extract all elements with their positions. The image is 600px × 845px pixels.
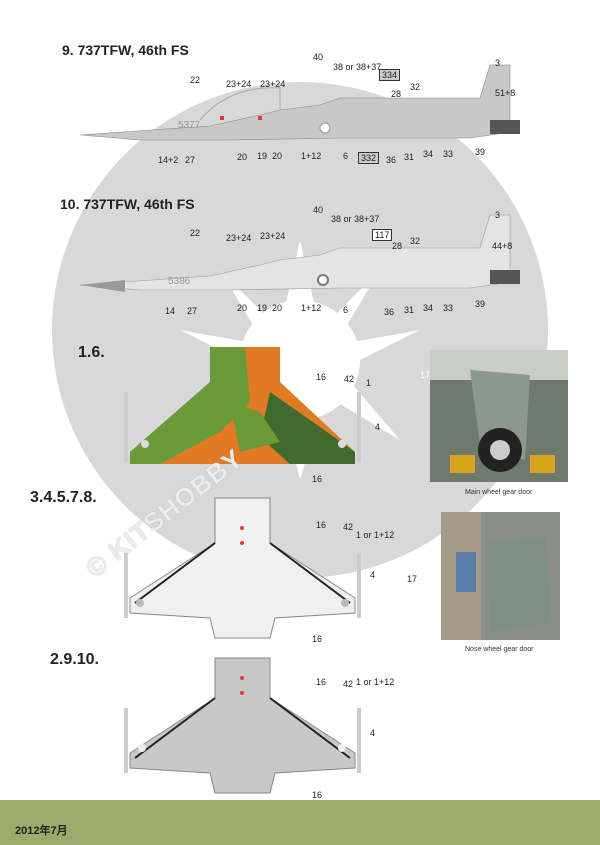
callout: 36 — [386, 155, 397, 165]
main-gear-door-photo — [430, 350, 568, 482]
callout: 117 — [372, 229, 393, 241]
callout: 42 — [344, 374, 355, 384]
callout: 39 — [475, 147, 486, 157]
callout: 4 — [370, 570, 376, 580]
callout: 28 — [392, 241, 403, 251]
callout: 38 or 38+37 — [333, 62, 382, 72]
callout: 14+2 — [158, 155, 179, 165]
callout: 22 — [190, 75, 201, 85]
callout: 16 — [316, 372, 327, 382]
callout: 31 — [404, 152, 415, 162]
serial-number: 5386 — [168, 276, 191, 287]
callout: 20 — [237, 152, 248, 162]
callout: 17 — [420, 370, 431, 380]
callout: 20 — [237, 303, 248, 313]
footer-date: 2012年7月 — [15, 825, 68, 837]
callout: 32 — [410, 82, 421, 92]
aircraft-plan-gray — [124, 657, 361, 794]
callout: 4 — [370, 728, 376, 738]
callout: 27 — [185, 155, 196, 165]
callout: 16 — [312, 474, 323, 484]
callout: 33 — [443, 303, 454, 313]
callout: 19 — [257, 151, 268, 161]
callout: 1+12 — [301, 303, 322, 313]
profile-title: 9. 737TFW, 46th FS — [62, 42, 189, 58]
photo-caption: Main wheel gear door — [465, 489, 533, 496]
callout: 1 — [366, 378, 372, 388]
callout: 40 — [313, 52, 324, 62]
callout: 16 — [312, 634, 323, 644]
callout: 23+24 — [260, 79, 286, 89]
section-title: 1.6. — [78, 344, 105, 361]
aircraft-plan-white — [124, 497, 361, 639]
callout: 3 — [495, 210, 501, 220]
callout: 334 — [379, 69, 401, 81]
callout: 31 — [404, 305, 415, 315]
callout: 42 — [343, 679, 354, 689]
callout: 33 — [443, 149, 454, 159]
callout: 4 — [375, 422, 381, 432]
callout: 14 — [165, 306, 176, 316]
callout: 32 — [410, 236, 421, 246]
callout: 3 — [495, 58, 501, 68]
callout: 28 — [391, 89, 402, 99]
callout: 17 — [407, 574, 418, 584]
callout: 51+8 — [495, 88, 516, 98]
callout: 23+24 — [226, 233, 252, 243]
callout: 34 — [423, 149, 434, 159]
callout: 23+24 — [226, 79, 252, 89]
callout: 332 — [358, 152, 380, 164]
callout: 42 — [343, 522, 354, 532]
callout: 23+24 — [260, 231, 286, 241]
callout: 1 or 1+12 — [356, 530, 395, 540]
callout: 22 — [190, 228, 201, 238]
callout: 16 — [316, 520, 327, 530]
callout: 40 — [313, 205, 324, 215]
serial-number: 5377 — [178, 120, 201, 131]
callout: 36 — [384, 307, 395, 317]
profile-title: 10. 737TFW, 46th FS — [60, 196, 195, 212]
section-title: 3.4.5.7.8. — [30, 489, 97, 506]
callout: 1+12 — [301, 151, 322, 161]
aircraft-plan-camo — [124, 347, 361, 464]
callout: 34 — [423, 303, 434, 313]
callout: 20 — [272, 303, 283, 313]
photo-caption: Nose wheel gear door — [465, 646, 534, 653]
section-title: 2.9.10. — [50, 651, 99, 668]
nose-gear-door-photo — [441, 512, 560, 640]
callout: 38 or 38+37 — [331, 214, 380, 224]
aircraft-side-profile — [80, 64, 520, 141]
callout: 16 — [312, 790, 323, 800]
callout: 16 — [316, 677, 327, 687]
callout: 39 — [475, 299, 486, 309]
callout: 20 — [272, 151, 283, 161]
callout: 1 or 1+12 — [356, 677, 395, 687]
callout: 44+8 — [492, 241, 513, 251]
aircraft-side-profile — [80, 214, 520, 292]
footer-bar — [0, 800, 600, 845]
callout: 6 — [343, 151, 349, 161]
callout: 27 — [187, 306, 198, 316]
callout: 19 — [257, 303, 268, 313]
callout: 6 — [343, 305, 349, 315]
